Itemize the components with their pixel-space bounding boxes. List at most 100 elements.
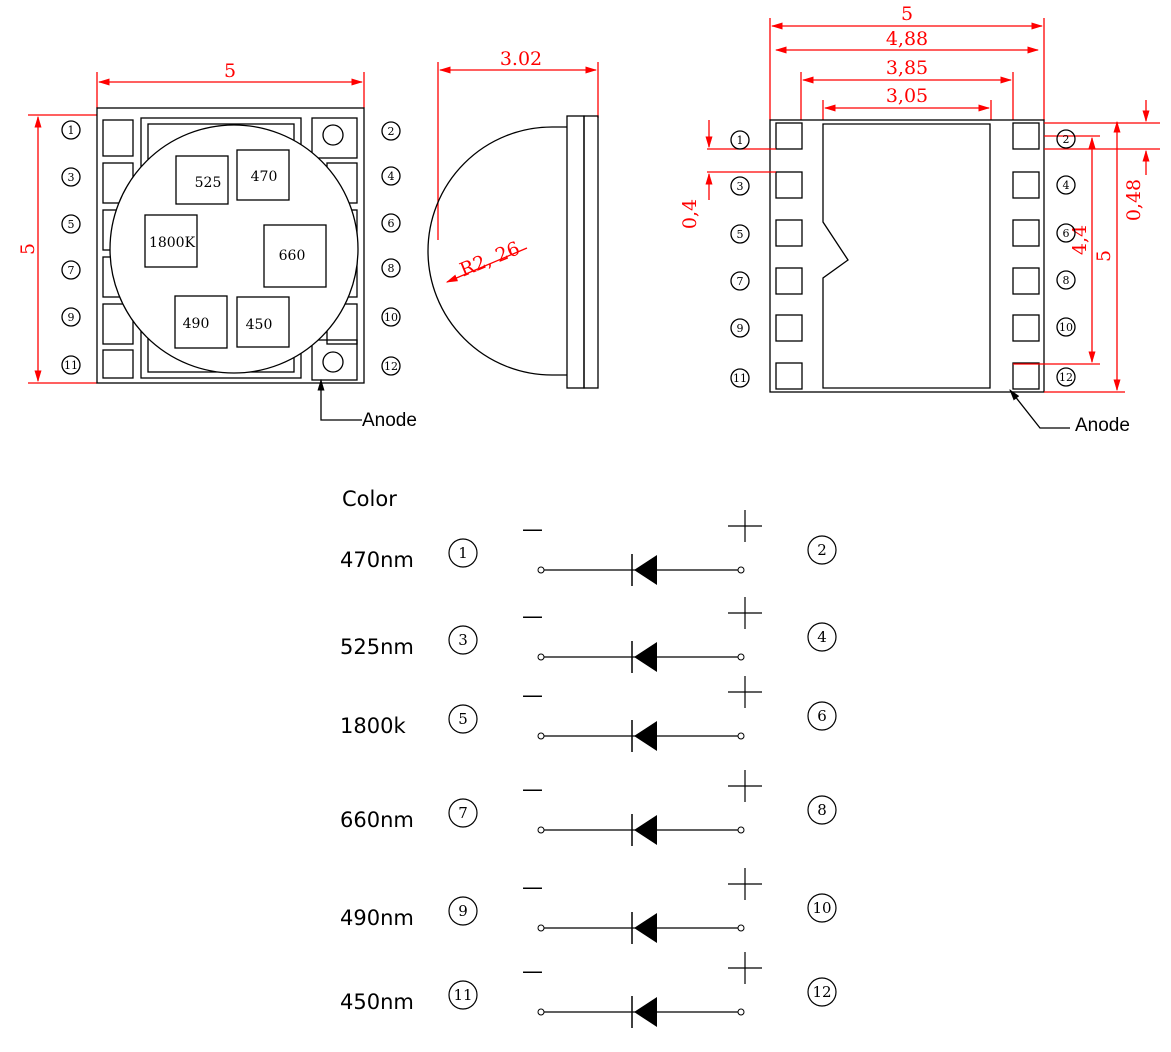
minus-symbol: — [522,875,543,899]
pin-number: 2 [1063,133,1070,146]
anode-pin-number: 10 [812,899,831,917]
cathode-pin-circle [448,980,478,1010]
back-view: 5 4,88 3,85 3,05 [679,3,1160,436]
front-width-dim: 5 [224,60,236,82]
cathode-pin-number: 7 [458,804,468,822]
pin-number: 6 [1063,227,1070,240]
thermal-pad [822,123,991,389]
front-height-dim: 5 [17,243,39,255]
lens-circle [109,124,359,374]
anode-leader [317,378,362,421]
terminal-dot [737,566,745,574]
minus-symbol: — [522,604,543,628]
color-label: 660nm [340,808,414,832]
pin-number: 10 [384,311,398,324]
terminal-dot [737,732,745,740]
cathode-pin-number: 5 [458,710,468,728]
chip-label: 525 [195,175,222,191]
diode-triangle [634,815,657,845]
pin-number: 11 [733,372,747,385]
pin-number: 1 [68,124,75,137]
cathode-pin-number: 1 [458,544,468,562]
pin-number: 9 [737,322,744,335]
anode-pin-number: 2 [817,541,827,559]
pin-number: 1 [737,134,744,147]
pin-number: 5 [737,228,744,241]
pin-number: 2 [388,125,395,138]
cathode-pin-number: 9 [458,902,468,920]
anode-pin-circle [807,535,837,565]
anode-leader [1009,389,1070,429]
anode-pin-number: 8 [817,801,827,819]
diode-triangle [634,721,657,751]
anode-pin-circle [807,893,837,923]
front-pin-numbers-left: 1 3 5 7 9 11 [61,120,81,375]
side-view: 3.02 R2, 26 [427,48,599,389]
diode-row: 490nm 9 10 — [340,868,837,944]
terminal-dot [537,732,545,740]
back-dim: 5 [901,3,913,25]
diode-triangle [634,642,657,672]
pin-number: 6 [388,217,395,230]
diode-triangle [634,913,657,943]
back-dim: 4,88 [886,28,928,50]
dome-radius-dim: R2, 26 [457,238,523,282]
front-pin-numbers-right: 2 4 6 8 10 12 [381,121,401,376]
anode-pin-circle [807,701,837,731]
color-label: 490nm [340,906,414,930]
chip-array: 525 470 1800K 660 490 450 [144,149,327,349]
anode-pin-number: 12 [812,983,831,1001]
pin-number: 12 [1059,371,1073,384]
anode-pin-circle [807,977,837,1007]
terminal-dot [537,924,545,932]
terminal-dot [537,566,545,574]
pin-number: 9 [68,311,75,324]
pad-size-dim: 0,48 [1123,179,1145,221]
terminal-dot [737,826,745,834]
anode-pin-number: 4 [817,628,827,646]
pin-number: 12 [384,360,398,373]
side-height-dim: 3.02 [500,48,542,70]
terminal-dot [737,924,745,932]
pin-number: 7 [68,264,75,277]
back-dim: 3,05 [886,85,928,107]
pin-number: 3 [737,180,744,193]
diode-triangle [634,555,657,585]
minus-symbol: — [522,683,543,707]
pin-number: 4 [388,170,395,183]
pin-number: 11 [64,359,78,372]
minus-symbol: — [522,777,543,801]
cathode-pin-circle [448,704,478,734]
terminal-dot [537,1008,545,1016]
substrate-side [566,115,585,389]
pin-gap-dim: 0,4 [679,199,701,229]
terminal-dot [537,826,545,834]
chip-label: 490 [183,316,210,332]
dome-profile [427,126,567,376]
pin-number: 8 [1063,274,1070,287]
front-view: 5 5 [17,60,417,431]
terminal-dot [537,653,545,661]
chip-label: 660 [279,248,306,264]
color-label: 450nm [340,990,414,1014]
diode-triangle [634,997,657,1027]
color-label: 1800k [340,714,406,738]
chip-label: 1800K [149,235,196,251]
back-height-dim: 5 [1093,250,1115,262]
minus-symbol: — [522,959,543,983]
cathode-pin-number: 3 [458,631,468,649]
anode-pin-circle [807,622,837,652]
color-label: 470nm [340,548,414,572]
cathode-pin-circle [448,896,478,926]
anode-label-front: Anode [362,410,417,431]
package-body-back [769,119,1045,393]
anode-pin-circle [807,795,837,825]
cathode-pin-circle [448,538,478,568]
package-body-front [96,107,365,384]
back-pin-numbers-right: 2 4 6 8 10 12 [1056,129,1076,387]
